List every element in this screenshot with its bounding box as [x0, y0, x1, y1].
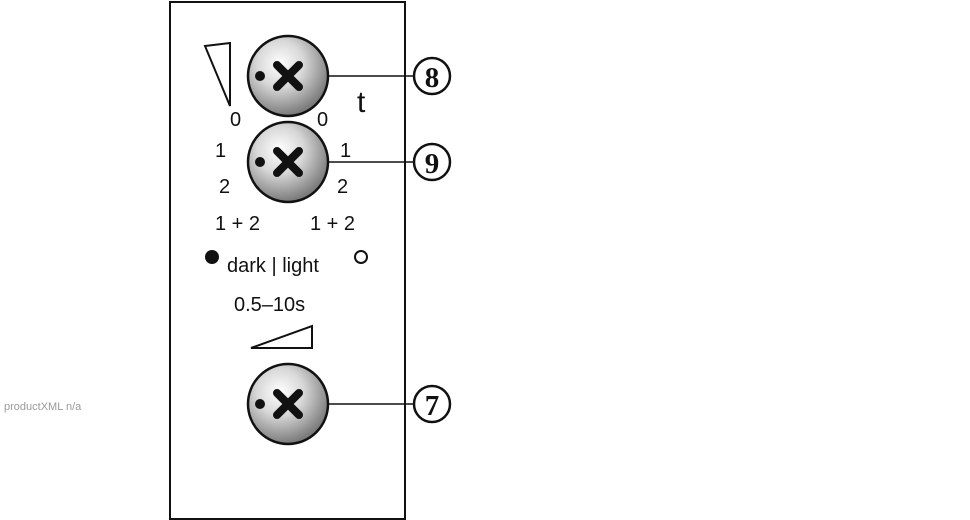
- output2-right-label: 2: [337, 176, 349, 198]
- middle-knob[interactable]: [248, 122, 328, 202]
- callout-number-7: 7: [425, 390, 440, 422]
- callout-number-8: 8: [425, 62, 440, 94]
- top-knob[interactable]: [248, 36, 328, 116]
- callout-number-9: 9: [425, 148, 440, 180]
- vertical-wedge-icon: [203, 41, 231, 107]
- callout-circle-7: [412, 384, 452, 424]
- time-zero-label: 0: [317, 109, 329, 131]
- dark-light-label: dark | light: [227, 255, 319, 277]
- hollow-dot-icon: [354, 250, 368, 264]
- sensitivity-zero-label: 0: [230, 109, 242, 131]
- callout-circle-8: [412, 56, 452, 96]
- both-outputs-left-label: 1 + 2: [215, 213, 261, 235]
- output2-left-label: 2: [219, 176, 231, 198]
- watermark-text: productXML n/a: [4, 401, 82, 413]
- output1-right-label: 1: [340, 140, 352, 162]
- callout-circle-9: [412, 142, 452, 182]
- ramp-wedge-icon: [250, 324, 313, 349]
- filled-dot-icon: [205, 250, 219, 264]
- output1-left-label: 1: [215, 140, 227, 162]
- time-symbol: t: [357, 86, 366, 119]
- delay-range-label: 0.5–10s: [234, 294, 306, 316]
- bottom-knob[interactable]: [248, 364, 328, 444]
- both-outputs-right-label: 1 + 2: [310, 213, 356, 235]
